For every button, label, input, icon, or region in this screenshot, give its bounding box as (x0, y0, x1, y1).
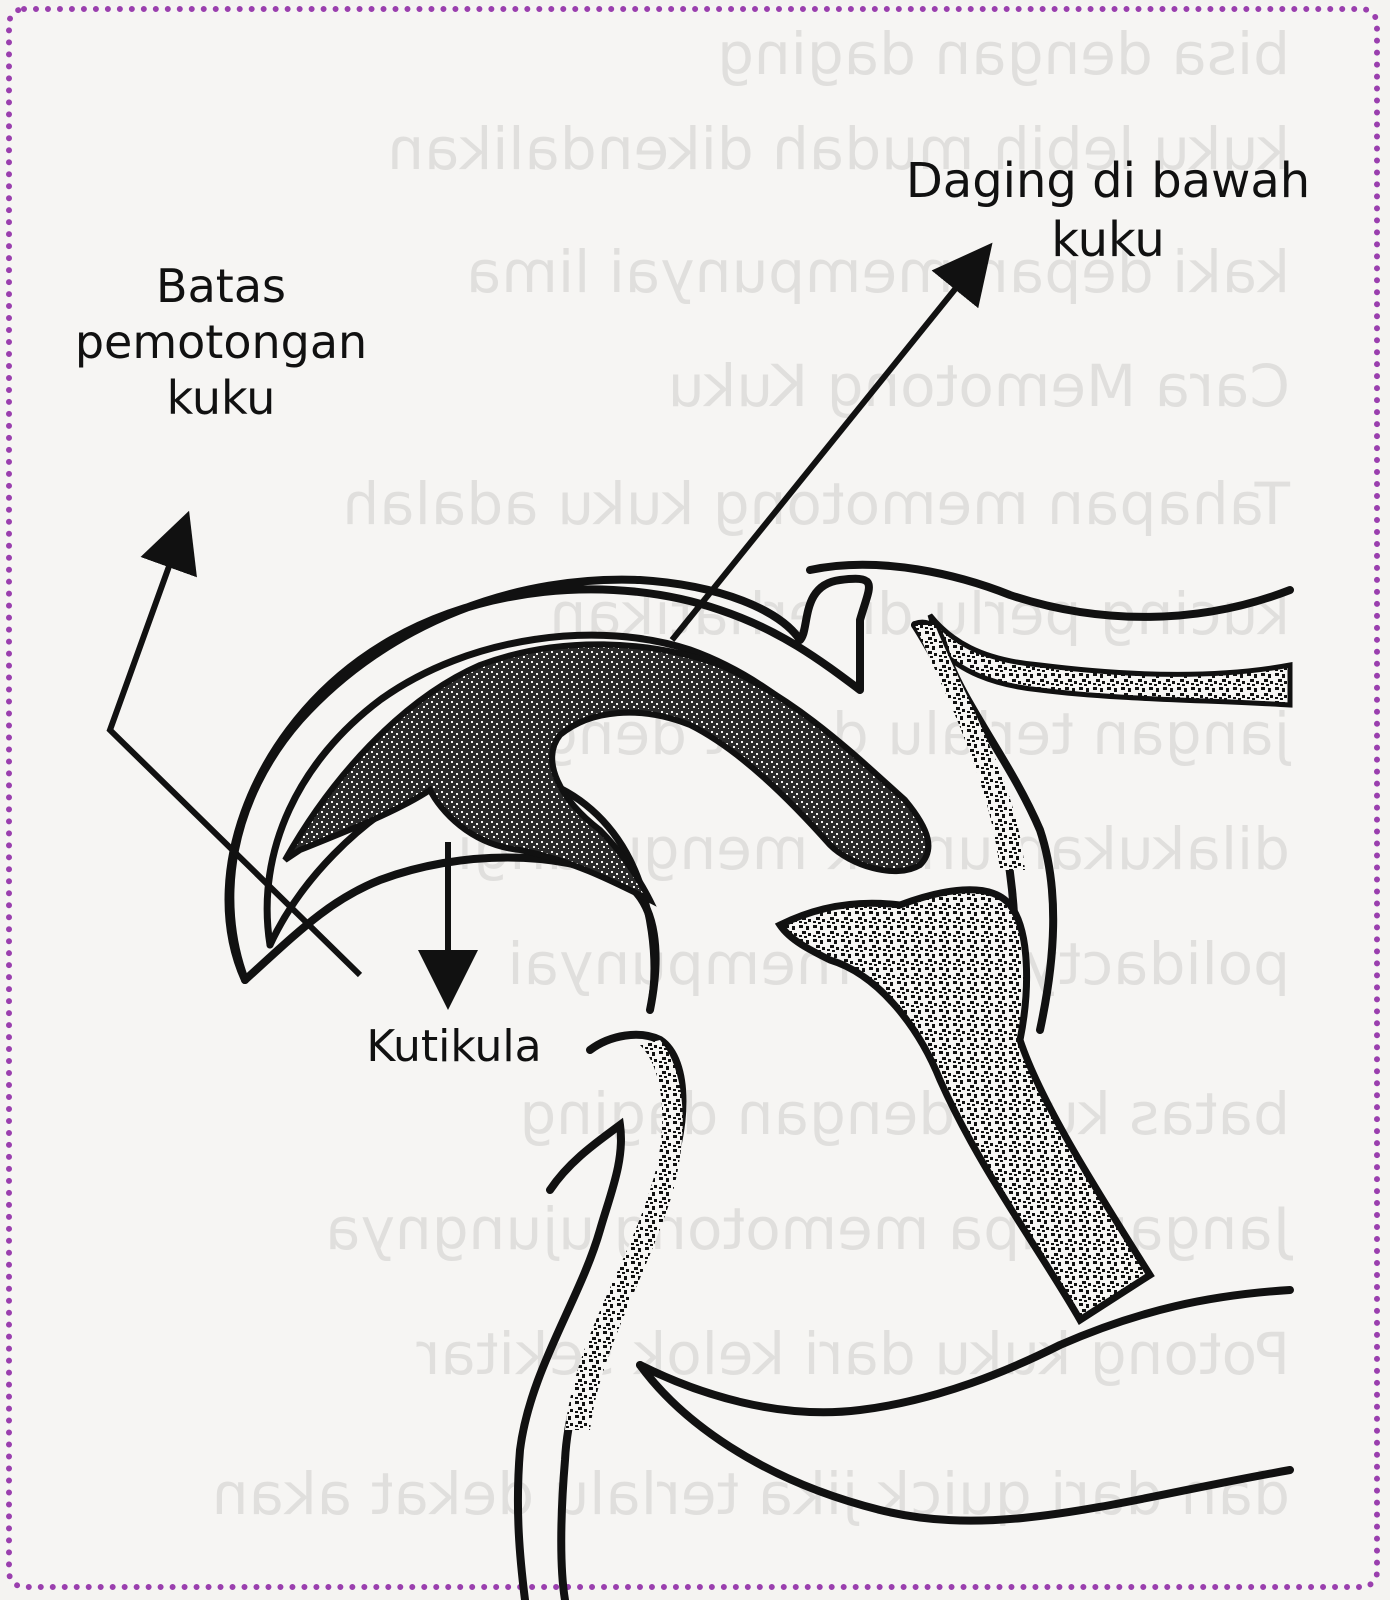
claw-outer-sheath (224, 574, 873, 984)
cuticle-band (565, 1040, 683, 1430)
skin-lower-fold (513, 1117, 625, 1600)
quick-label-line: kuku (1051, 211, 1165, 268)
cuticle-label: Kutikula (366, 1021, 542, 1072)
toe-pad-lower (636, 1286, 1294, 1417)
toe-skin-top (806, 560, 1294, 621)
cut-limit-label-line: kuku (166, 371, 276, 426)
toe-upper-band (927, 613, 1293, 708)
quick-label-line: Daging di bawah (905, 153, 1311, 209)
cut-limit-label-line: pemotongan (74, 315, 368, 370)
toe-inner-band (915, 625, 1025, 870)
quick-label: Daging di bawah kuku (868, 152, 1348, 269)
cut-limit-arrow (106, 510, 363, 978)
bone-ligament (774, 886, 1155, 1325)
toe-pad-crease (636, 1361, 1294, 1525)
cut-limit-label: Batas pemotongan kuku (36, 258, 406, 426)
quick-arrow (669, 242, 993, 642)
toe-skin-outer (911, 619, 1058, 1034)
cut-limit-label-line: Batas (156, 259, 286, 313)
quick-stippled (282, 641, 932, 907)
dotted-frame (6, 6, 1380, 1590)
